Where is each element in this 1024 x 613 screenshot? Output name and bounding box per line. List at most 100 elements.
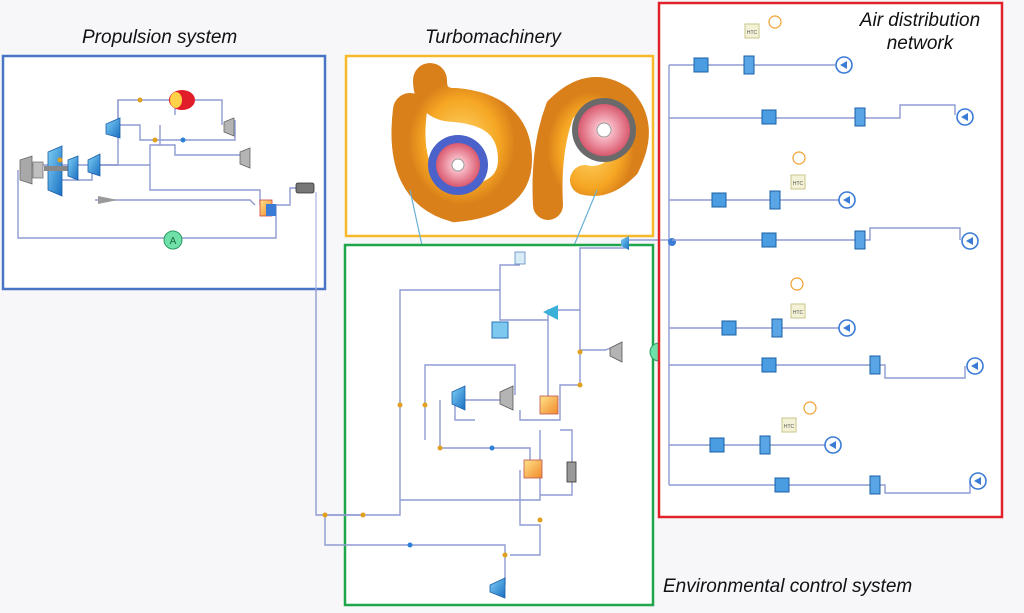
branch-row-7: HTC [669,401,842,455]
duct-pipe-icon [721,320,737,336]
combustor-flame-icon [170,92,182,108]
ecs-group [315,236,669,607]
heat-source-icon [790,277,804,291]
propulsion-system-group: A [1,54,327,291]
compressor-icon [451,385,466,411]
valve-icon [397,402,403,408]
valve-icon [180,137,186,143]
compressor-icon [105,117,121,139]
heat-exchanger-icon [523,459,543,479]
accessory-gearbox-icon [163,230,183,250]
ecs-valves [322,349,583,558]
htc-label: HTC [747,30,758,36]
compressor-volute-icon [391,63,533,223]
htc-block-icon [790,174,806,190]
valve-icon [322,512,328,518]
valve-icon [502,552,508,558]
junction-icon [668,238,676,246]
propulsion-system-label: Propulsion system [82,27,238,48]
valve-icon [621,236,629,250]
heat-source-icon [792,151,806,165]
ecs-label: Environmental control system [663,576,913,597]
branch-row-8 [669,472,987,495]
valve-icon [360,512,366,518]
shaft-icon [32,161,44,179]
cabin-outlet-arrow-icon [971,362,978,370]
branch-row-1: HTC [669,15,853,75]
valve-icon [57,157,63,163]
air-distribution-label-line1: Air distribution [859,10,981,31]
engine-shaft-icon [44,166,70,171]
htc-block-icon [744,23,760,39]
mixer-icon [869,355,881,375]
htc-block-icon [790,303,806,319]
mixer-icon [769,190,781,210]
duct-pipe-icon [709,437,725,453]
air-distribution-label-line2: network [886,33,954,54]
cabin-outlet-arrow-icon [966,237,973,245]
heat-source-icon [768,15,782,29]
compressor-hub-icon [451,158,465,172]
branch-row-3: HTC [669,151,856,210]
valve-icon [537,517,543,523]
duct-pipe-icon [774,477,790,493]
cabin-outlet-arrow-icon [974,477,981,485]
accessory-badge-text: A [170,236,177,247]
htc-label: HTC [784,424,795,430]
turbine-icon [609,341,623,363]
valve-icon [437,445,443,451]
turbine-icon [239,147,251,169]
htc-label: HTC [793,181,804,187]
cabin-outlet-arrow-icon [840,61,847,69]
mixer-icon [759,435,771,455]
compressor-icon [67,155,79,181]
turbine-icon [499,385,514,411]
turbomachinery-label: Turbomachinery [425,27,561,48]
valve-icon [577,349,583,355]
htc-label: HTC [793,310,804,316]
nozzle-icon [98,196,118,204]
outlet-duct-icon [295,182,315,194]
separator-icon [566,461,577,483]
compressor-icon [87,153,101,177]
mixer-icon [854,230,866,250]
air-distribution-group: HTC HTC [657,1,1004,519]
fan-icon [543,305,558,320]
turbine-hub-icon [596,122,612,138]
ram-air-fan-icon [489,577,506,599]
reservoir-icon [514,251,526,265]
valve-icon [577,382,583,388]
turbine-icon [223,117,235,137]
turbine-volute-icon [532,77,649,220]
duct-pipe-icon [761,109,777,125]
valve-icon [422,402,428,408]
heat-source-icon [803,401,817,415]
valve-icon [407,542,413,548]
cabin-outlet-arrow-icon [961,113,968,121]
branch-row-6 [669,355,984,379]
heat-exchanger-core-icon [266,204,276,216]
branch-row-5: HTC [669,277,856,338]
valve-icon [489,445,495,451]
duct-pipe-icon [693,57,709,73]
ecs-frame [343,243,655,607]
branch-row-4 [672,227,979,250]
cabin-outlet-arrow-icon [829,441,836,449]
heat-exchanger-icon [539,395,559,415]
air-distribution-label: Air distribution network [845,9,995,55]
mixing-chamber-icon [491,321,509,339]
mixer-icon [743,55,755,75]
air-distribution-frame [657,1,1004,519]
duct-pipe-icon [761,232,777,248]
turbine-icon [19,155,33,185]
cabin-outlet-arrow-icon [843,196,850,204]
turbomachinery-group [344,54,655,238]
duct-pipe-icon [711,192,727,208]
valve-icon [152,137,158,143]
mixer-icon [854,107,866,127]
cabin-outlet-arrow-icon [843,324,850,332]
branch-row-2 [669,104,974,127]
propulsion-valves [57,97,186,163]
htc-block-icon [781,417,797,433]
